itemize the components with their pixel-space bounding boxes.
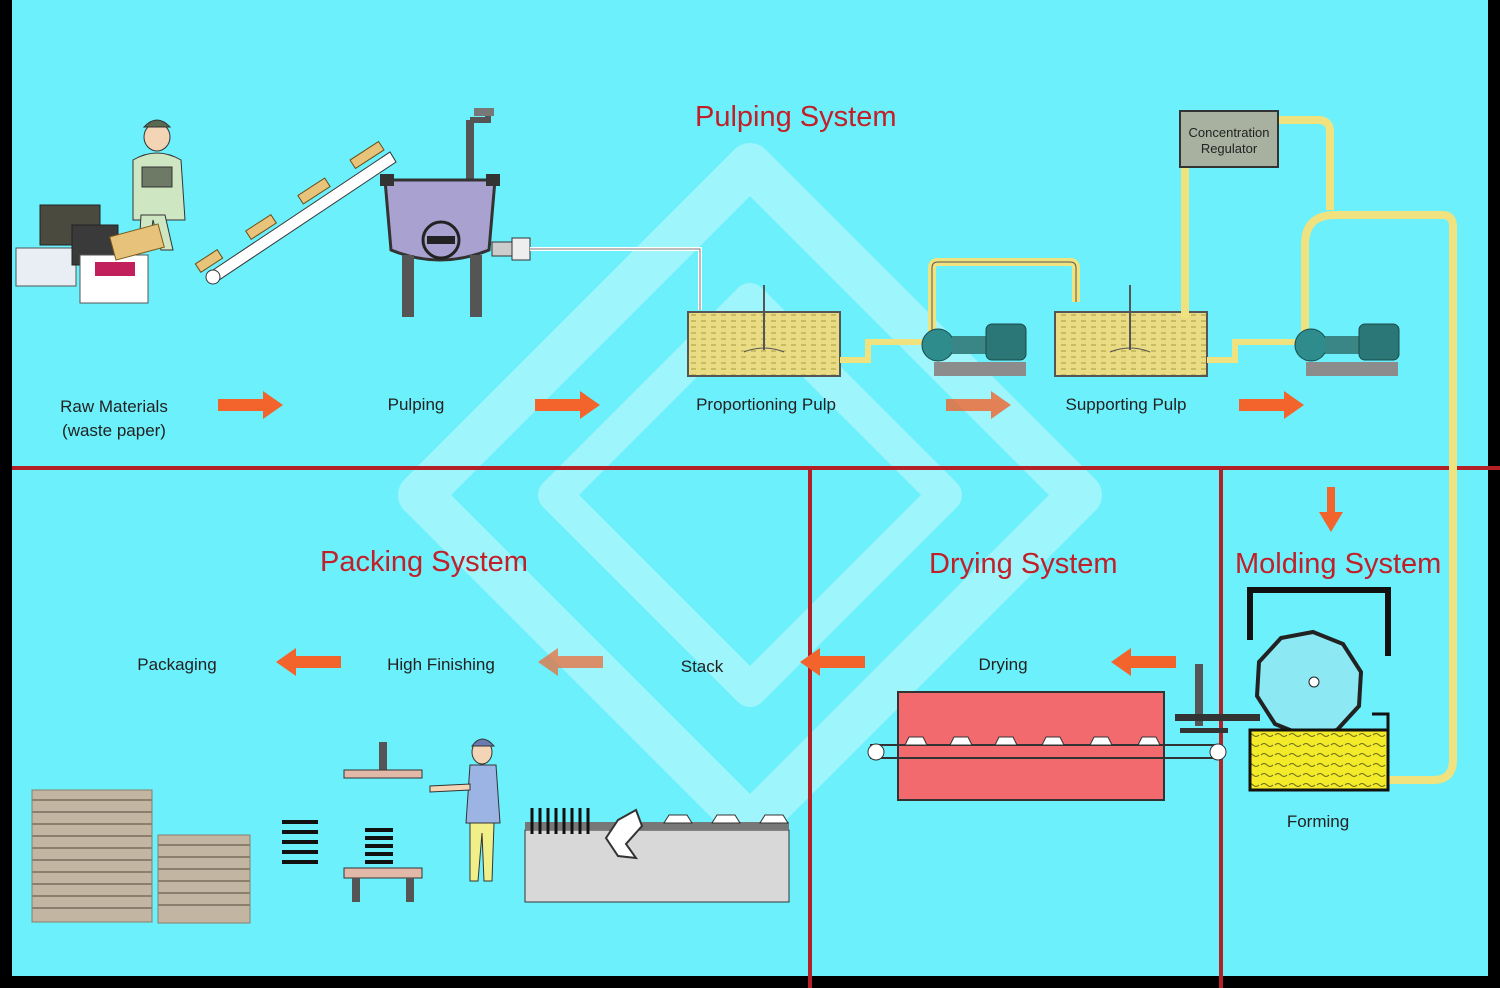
pulping-system-title: Pulping System [695,101,897,133]
pulp-pipe-2 [840,339,928,363]
molding-system-title: Molding System [1235,548,1442,580]
dryer [867,691,1227,801]
pump-2 [1294,211,1457,784]
flow-arrows-bottom [276,648,1176,676]
regulator-label-line2: Regulator [1200,141,1258,156]
paper-bundles-icon [15,204,165,304]
step-raw-materials-line1: Raw Materials [60,397,168,416]
regulator-pipe-return [1278,116,1334,210]
concentration-regulator-box [1179,110,1279,168]
pump-1 [921,258,1080,376]
inclined-conveyor [194,140,397,285]
regulator-label: Concentration Regulator [1180,125,1278,157]
pulp-pipe-3 [1207,339,1295,363]
step-supporting: Supporting Pulp [1065,395,1187,414]
step-pulping: Pulping [387,395,445,414]
flow-arrow-down [1319,487,1343,532]
step-drying: Drying [978,655,1028,674]
finishing-worker-icon [429,738,501,882]
step-forming: Forming [1286,812,1350,831]
egg-tray-stacks [31,789,251,924]
raw-materials-illustration [15,119,186,304]
flow-arrows-top [218,391,1304,419]
drying-system-title: Drying System [929,548,1118,580]
stacking-conveyor [524,808,790,903]
step-raw-materials-line2: (waste paper) [62,421,166,440]
pulper-tank [380,108,531,317]
step-high-finishing: High Finishing [387,655,495,674]
transfer-arm [1175,664,1260,733]
step-raw-materials: Raw Materials (waste paper) [44,395,184,443]
regulator-label-line1: Concentration [1188,125,1270,140]
packing-system-title: Packing System [320,546,528,578]
finishing-press [282,742,423,902]
step-stack: Stack [680,657,724,676]
step-proportioning: Proportioning Pulp [696,395,836,414]
molding-machine [1247,587,1391,792]
proportioning-tank [687,285,841,377]
step-packaging: Packaging [137,655,217,674]
supporting-tank [1054,285,1208,377]
